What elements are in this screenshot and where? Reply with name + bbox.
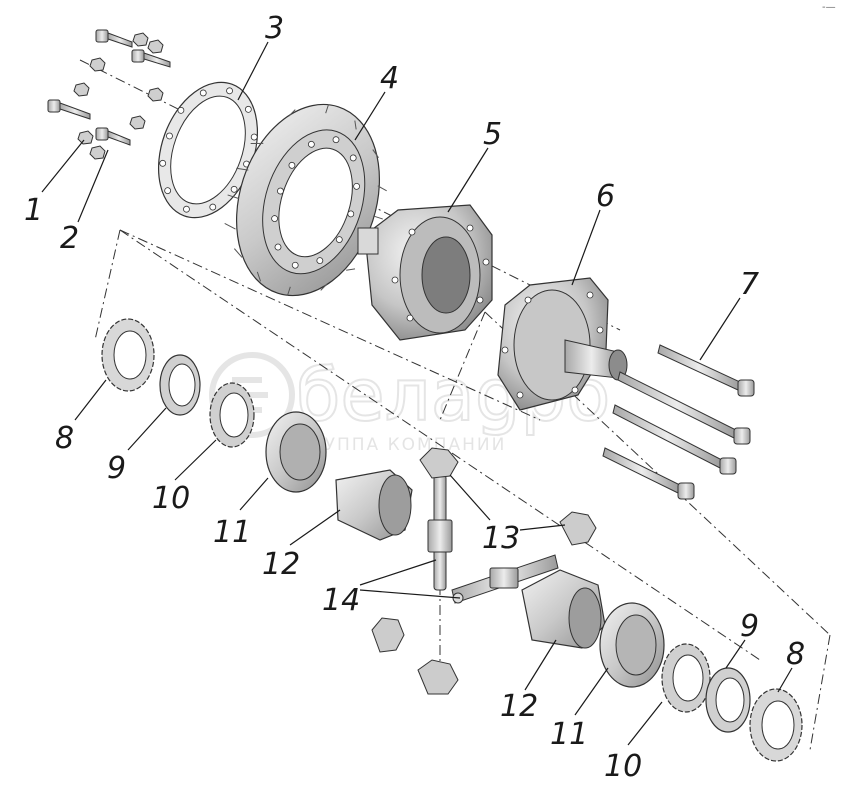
callout-9-right: 9 bbox=[740, 609, 759, 644]
bevel-ring-gear-icon bbox=[224, 103, 387, 297]
callout-6: 6 bbox=[596, 179, 615, 214]
callout-5: 5 bbox=[483, 117, 502, 152]
callout-12-right: 12 bbox=[500, 689, 538, 724]
callout-4: 4 bbox=[380, 61, 399, 96]
leader-lines bbox=[41, 41, 793, 746]
nut-icon bbox=[73, 32, 164, 160]
callout-8-left: 8 bbox=[55, 421, 74, 456]
callout-10-left: 10 bbox=[152, 481, 190, 516]
corner-mark: ‐— bbox=[822, 2, 836, 13]
bolt-icon bbox=[47, 29, 171, 146]
watermark-logo-icon bbox=[209, 352, 295, 438]
washer-icon bbox=[159, 354, 201, 416]
callout-2: 2 bbox=[60, 221, 79, 256]
toothed-disc-icon bbox=[101, 318, 155, 392]
callout-8-right: 8 bbox=[786, 637, 805, 672]
thrust-ring-icon bbox=[599, 602, 665, 688]
toothed-disc-icon bbox=[661, 643, 711, 713]
callout-12-left: 12 bbox=[262, 547, 300, 582]
callout-11-left: 11 bbox=[213, 515, 251, 550]
callout-14: 14 bbox=[322, 583, 360, 618]
toothed-disc-icon bbox=[749, 688, 803, 762]
pinion-icon bbox=[371, 447, 597, 695]
bolt-cluster bbox=[47, 29, 171, 160]
long-bolt-icon bbox=[602, 344, 755, 500]
callout-9-left: 9 bbox=[107, 451, 126, 486]
callout-1: 1 bbox=[24, 193, 43, 228]
watermark-tagline: ГРУППА КОМПАНИЙ bbox=[300, 433, 506, 455]
callout-3: 3 bbox=[265, 11, 284, 46]
callouts: 1 2 3 4 5 6 7 8 9 10 11 12 13 14 12 11 1… bbox=[24, 11, 805, 784]
callout-11-right: 11 bbox=[550, 717, 588, 752]
callout-7: 7 bbox=[740, 267, 759, 302]
thrust-ring-icon bbox=[265, 411, 327, 493]
washer-icon bbox=[705, 667, 751, 733]
cross-axle-icon bbox=[427, 474, 559, 604]
callout-13: 13 bbox=[482, 521, 520, 556]
differential-case-icon bbox=[497, 277, 628, 411]
gasket-ring-icon bbox=[157, 81, 259, 219]
side-gear-icon bbox=[521, 569, 606, 649]
callout-10-right: 10 bbox=[604, 749, 642, 784]
toothed-disc-icon bbox=[209, 382, 255, 448]
side-gear-icon bbox=[335, 469, 413, 541]
differential-case-icon bbox=[357, 204, 493, 341]
